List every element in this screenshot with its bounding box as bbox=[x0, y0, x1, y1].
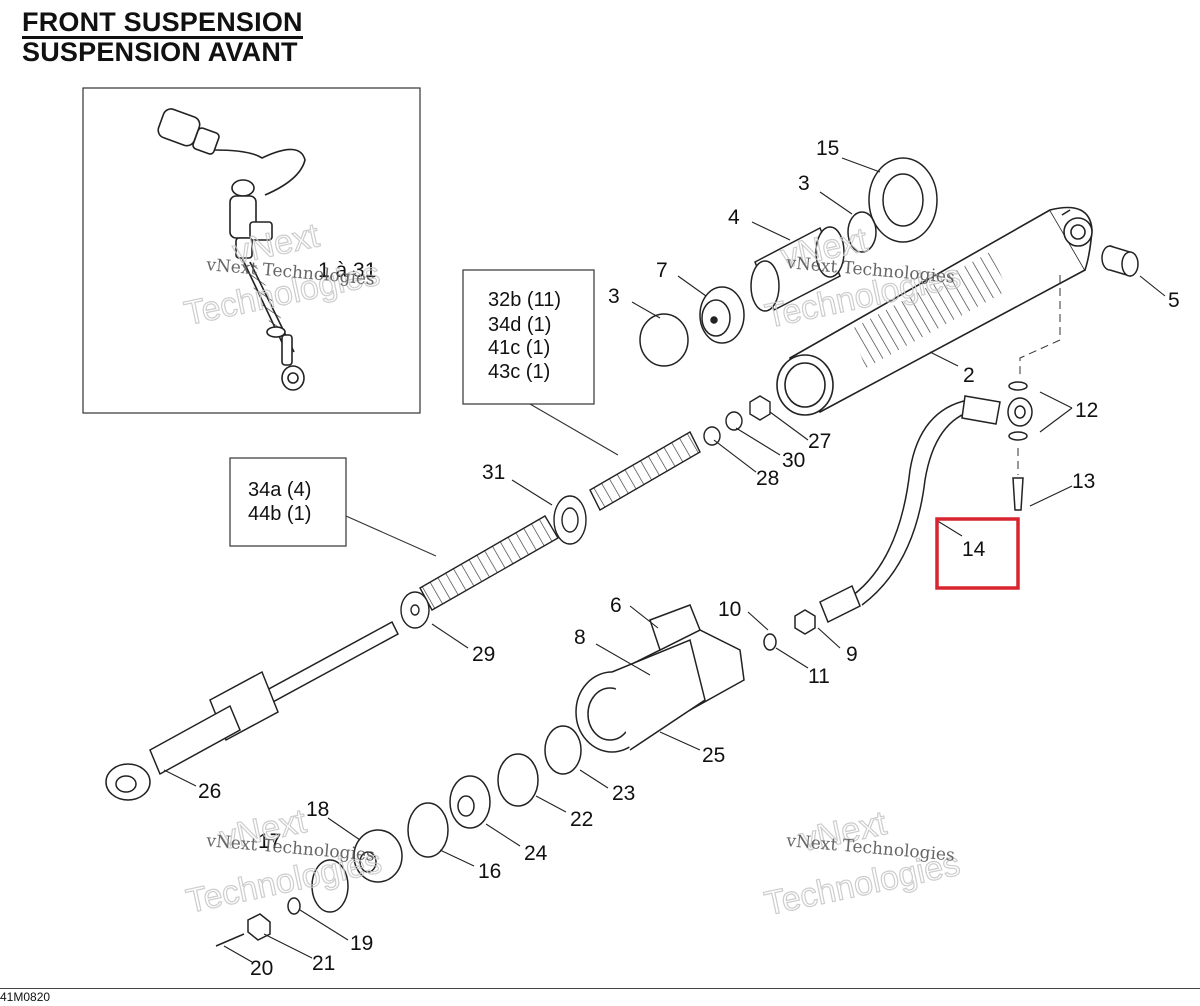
kit-box-line: 34d (1) bbox=[488, 314, 551, 336]
kit-box-line: 43c (1) bbox=[488, 361, 550, 383]
title-french: SUSPENSION AVANT bbox=[22, 37, 298, 67]
callout-label: 10 bbox=[718, 598, 741, 621]
title-english: FRONT SUSPENSION bbox=[22, 7, 303, 39]
callout-label: 30 bbox=[782, 449, 805, 472]
callout-label: 18 bbox=[306, 798, 329, 821]
callout-label: 3 bbox=[798, 172, 810, 195]
callout-label: 22 bbox=[570, 808, 593, 831]
callout-label: 19 bbox=[350, 932, 373, 955]
callout-label: 9 bbox=[846, 643, 858, 666]
callout-label: 16 bbox=[478, 860, 501, 883]
spring-stack bbox=[400, 395, 771, 629]
callout-label: 27 bbox=[808, 430, 831, 453]
callout-label: 4 bbox=[728, 206, 740, 229]
callout-label: 26 bbox=[198, 780, 221, 803]
shaft bbox=[105, 620, 399, 801]
callout-label: 3 bbox=[608, 285, 620, 308]
callout-label: 5 bbox=[1168, 289, 1180, 312]
callout-label: 6 bbox=[610, 594, 622, 617]
kit-box-washers: 34a (4) 44b (1) bbox=[229, 457, 347, 547]
kit-box-line: 41c (1) bbox=[488, 337, 550, 359]
callout-label: 28 bbox=[756, 467, 779, 490]
footer-divider bbox=[0, 988, 1200, 989]
callout-label: 21 bbox=[312, 952, 335, 975]
callout-label: 29 bbox=[472, 643, 495, 666]
callout-label: 8 bbox=[574, 626, 586, 649]
kit-box-line: 44b (1) bbox=[248, 503, 311, 525]
callout-numbers: 15 3 4 7 3 5 2 12 27 30 28 31 13 10 6 8 … bbox=[198, 137, 1180, 980]
callout-label: 24 bbox=[524, 842, 548, 865]
callout-label: 11 bbox=[808, 665, 830, 688]
highlighted-part-14[interactable]: 14 bbox=[935, 517, 1020, 590]
kit-box-line: 32b (11) bbox=[488, 289, 561, 311]
kit-box-line: 34a (4) bbox=[248, 479, 311, 501]
callout-label: 15 bbox=[816, 137, 839, 160]
inset-range-label: 1 à 31 bbox=[318, 259, 376, 282]
hydraulic-hose bbox=[763, 381, 1033, 651]
inset-assembly bbox=[82, 87, 421, 414]
callout-label: 23 bbox=[612, 782, 635, 805]
kit-box-springs: 32b (11) 34d (1) 41c (1) 43c (1) bbox=[462, 269, 595, 405]
callout-label-highlighted: 14 bbox=[962, 538, 986, 561]
callout-label: 31 bbox=[482, 461, 505, 484]
callout-label: 7 bbox=[656, 259, 668, 282]
callout-label: 25 bbox=[702, 744, 725, 767]
callout-label: 12 bbox=[1075, 399, 1098, 422]
callout-label: 20 bbox=[250, 957, 273, 980]
bushing bbox=[1101, 245, 1139, 278]
shock-body bbox=[776, 206, 1093, 416]
drawing-code: 41M0820 bbox=[0, 990, 51, 1004]
callout-label: 13 bbox=[1072, 470, 1095, 493]
remote-reservoir bbox=[215, 604, 745, 947]
reservoir-parts bbox=[639, 157, 938, 367]
callout-label: 17 bbox=[258, 830, 281, 853]
callout-label: 2 bbox=[963, 364, 975, 387]
